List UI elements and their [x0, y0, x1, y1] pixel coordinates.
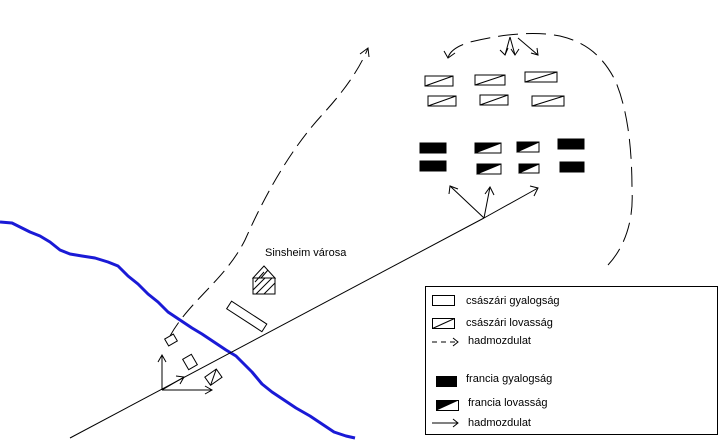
- french-infantry-unit: [559, 161, 585, 173]
- french-cavalry-unit: [518, 163, 540, 174]
- french-infantry-unit: [419, 142, 447, 154]
- legend-imperial-movement: hadmozdulat: [468, 335, 531, 347]
- french-cavalry-icon: [436, 400, 459, 411]
- imperial-cavalry-unit: [531, 95, 565, 107]
- crossing-units: [163, 333, 223, 386]
- imperial-infantry-line: [225, 300, 268, 333]
- legend-french-cavalry: francia lovasság: [468, 397, 548, 409]
- imperial-cavalry-units: [424, 71, 565, 107]
- river: [0, 220, 356, 440]
- french-advance-arrow: [69, 185, 539, 439]
- imperial-infantry-icon: [432, 295, 455, 306]
- french-cavalry-unit: [476, 163, 502, 175]
- imperial-cavalry-unit: [424, 75, 454, 87]
- imperial-advance-arrow: [169, 47, 370, 337]
- city-label: Sinsheim városa: [265, 247, 347, 259]
- french-cavalry-unit: [474, 142, 502, 154]
- french-infantry-unit: [419, 160, 447, 172]
- imperial-loop-arrow: [443, 33, 633, 266]
- imperial-cavalry-unit: [204, 368, 223, 386]
- imperial-cavalry-unit: [524, 71, 558, 83]
- imperial-infantry-unit: [163, 333, 179, 347]
- french-crossing-arrows: [157, 353, 214, 395]
- french-infantry-unit: [557, 138, 585, 150]
- imperial-cavalry-unit: [427, 95, 457, 107]
- sinsheim-town: [251, 265, 277, 295]
- legend: császári gyalogság császári lovasság had…: [425, 286, 718, 435]
- french-infantry-icon: [436, 376, 457, 387]
- imperial-infantry-unit: [181, 353, 199, 371]
- french-cavalry-unit: [516, 141, 540, 153]
- legend-french-movement: hadmozdulat: [468, 417, 531, 429]
- legend-imperial-infantry: császári gyalogság: [466, 295, 560, 307]
- imperial-cavalry-unit: [479, 94, 509, 106]
- imperial-cavalry-icon: [432, 318, 455, 329]
- french-movement-icon: [432, 418, 459, 428]
- legend-french-infantry: francia gyalogság: [466, 373, 553, 385]
- imperial-cavalry-unit: [474, 74, 506, 86]
- legend-imperial-cavalry: császári lovasság: [466, 317, 553, 329]
- french-units: [419, 138, 585, 175]
- imperial-movement-icon: [432, 337, 459, 347]
